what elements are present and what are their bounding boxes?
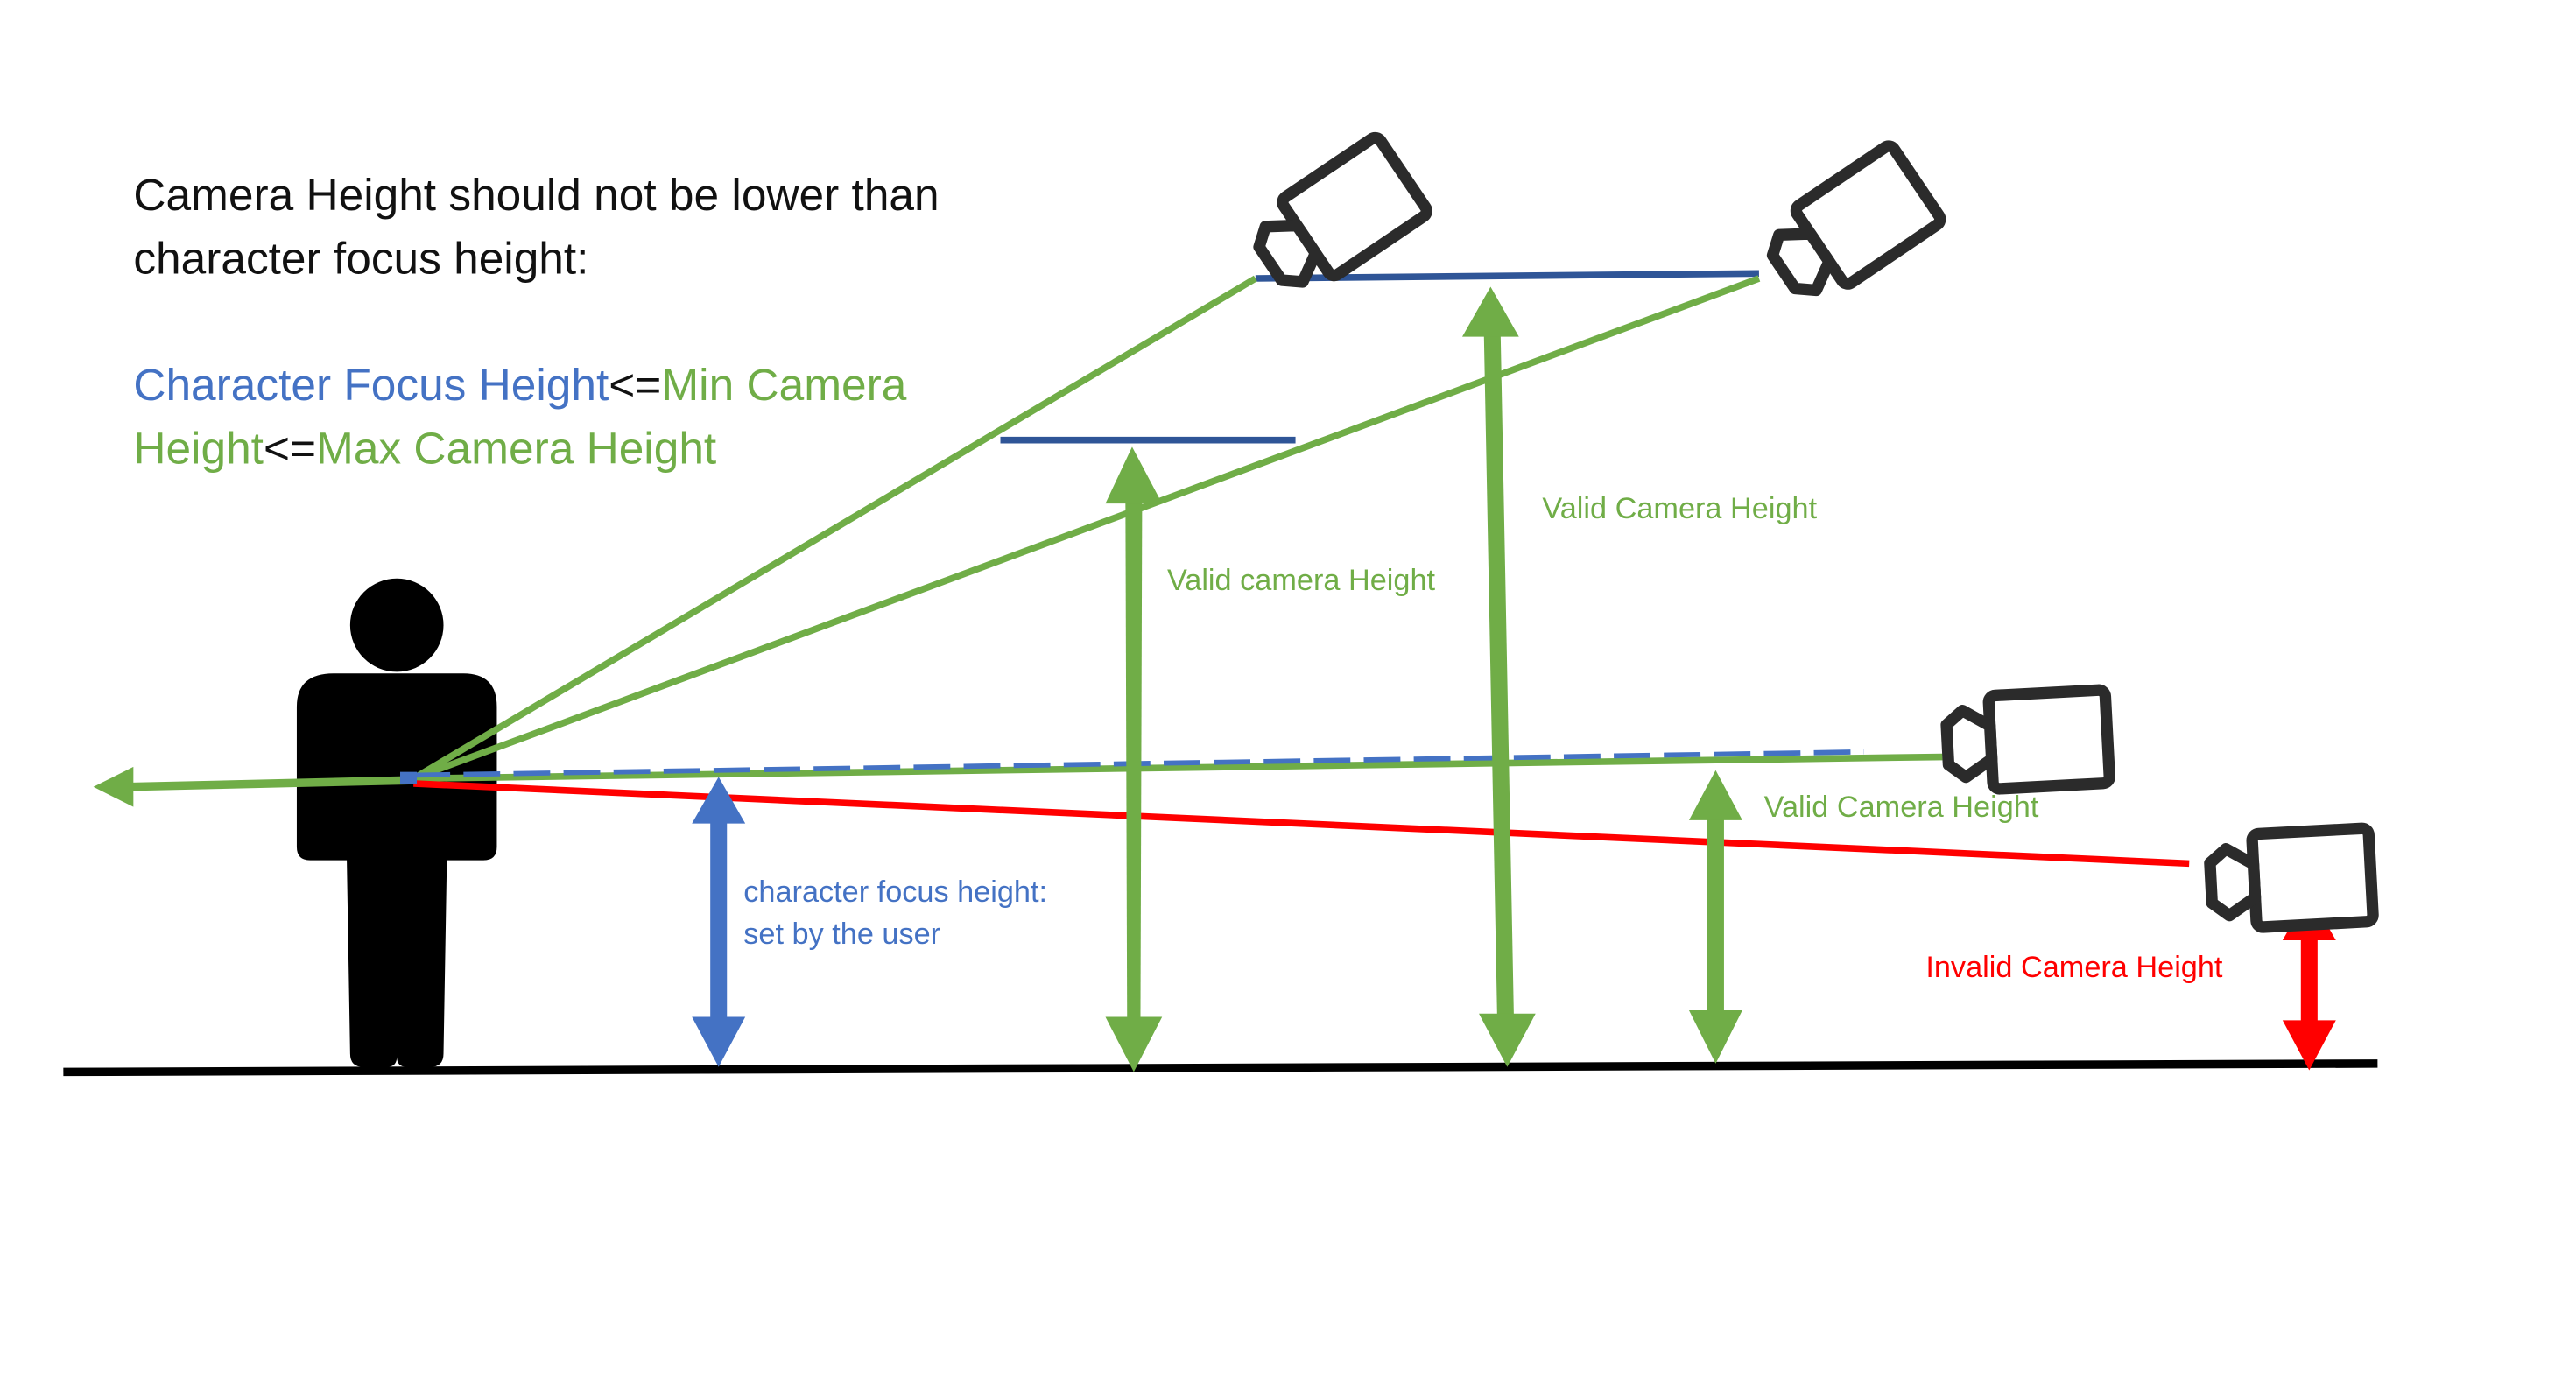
view-direction-arrowhead — [93, 766, 134, 807]
focus-height-label-line-1: character focus height: — [743, 875, 1048, 909]
diagram-title: Camera Height should not be lower than c… — [133, 164, 939, 291]
person-icon — [296, 578, 497, 1067]
title-line-1: Camera Height should not be lower than — [133, 170, 940, 221]
ground-line — [63, 1059, 2378, 1077]
invalid-label: Invalid Camera Height — [1925, 950, 2223, 984]
formula-min-term: Min Camera — [661, 360, 907, 411]
formula-min-term-cont: Height — [133, 423, 264, 474]
height-formula: Character Focus Height<=Min Camera Heigh… — [133, 354, 906, 481]
focus-height-arrow — [692, 777, 746, 1067]
title-line-2: character focus height: — [133, 233, 589, 284]
formula-focus-term: Character Focus Height — [133, 360, 609, 411]
max-camera-height-arrow — [1461, 286, 1536, 1067]
valid-min-label: Valid camera Height — [1166, 563, 1436, 597]
valid-level-label: Valid Camera Height — [1763, 790, 2039, 824]
focus-height-label-line-2: set by the user — [743, 917, 941, 951]
focus-height-label: character focus height: set by the user — [743, 872, 1047, 955]
focus-point — [400, 771, 418, 784]
min-camera-height-arrow — [1105, 446, 1163, 1072]
camera-icon — [1945, 690, 2109, 791]
view-direction-arrow-shaft — [126, 776, 414, 791]
camera-icon — [1757, 144, 1942, 311]
sight-line-level-camera — [413, 753, 1943, 783]
formula-max-term: Max Camera Height — [316, 423, 717, 474]
sight-line-min-camera — [412, 275, 1257, 782]
formula-op-1: <= — [609, 360, 662, 411]
formula-op-2: <= — [263, 423, 317, 474]
camera-icon — [2208, 828, 2373, 930]
level-camera-height-arrow — [1688, 770, 1742, 1064]
sight-line-max-camera — [412, 275, 1761, 782]
valid-max-label: Valid Camera Height — [1542, 491, 1818, 525]
